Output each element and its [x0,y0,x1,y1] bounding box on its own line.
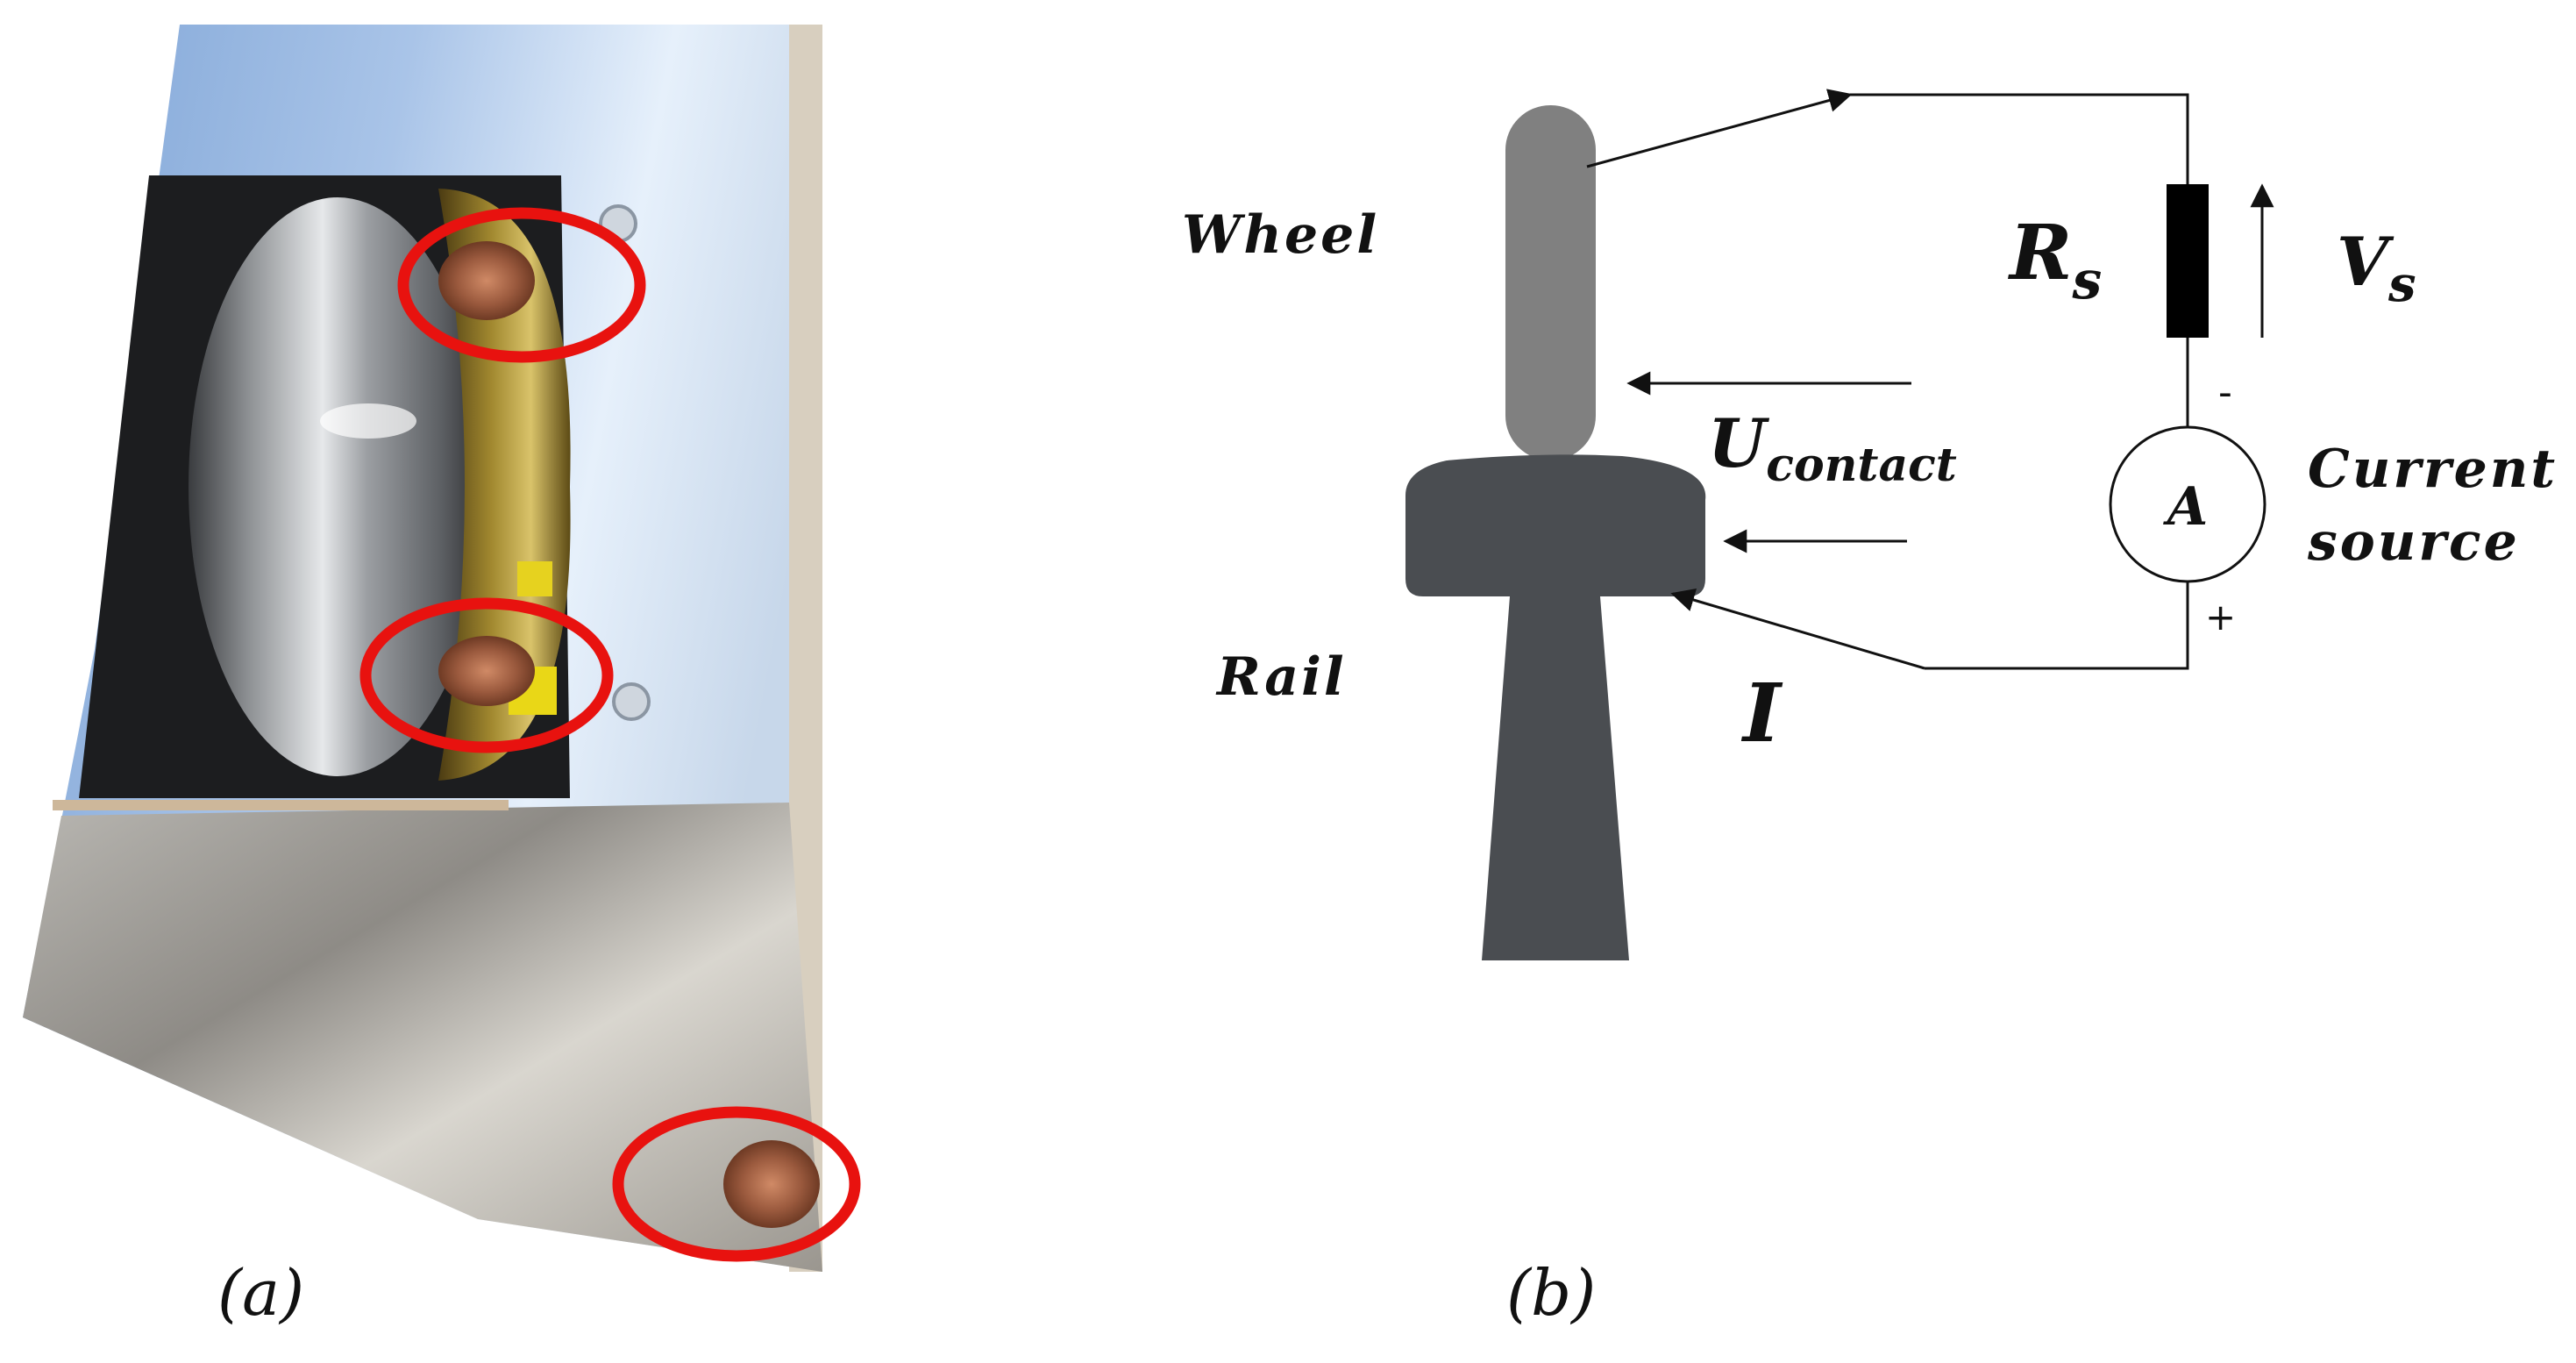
rs-label: Rs [2007,209,2102,311]
u-contact-label: Ucontact [1708,404,1957,492]
photo-panel [23,25,861,1272]
circuit-diagram: Wheel Rail Rs Vs Ucontact I Current sour… [1182,89,2558,960]
photo-wheel-highlight [320,403,416,439]
rail-shape [1405,454,1706,960]
photo-rail-surface [23,803,822,1272]
caption-b: (b) [1506,1256,1597,1330]
rs-label-subscript: s [2071,250,2102,311]
rs-label-main: R [2007,209,2072,297]
photo-copper-patch [723,1140,820,1228]
current-source-label-line2: source [2307,511,2520,573]
u-contact-label-subscript: contact [1766,439,1957,492]
wheel-shape [1505,105,1596,460]
photo-wood-strip [53,800,509,810]
highlight-ellipse-bottom [612,1106,861,1262]
current-label: I [1740,666,1783,760]
minus-sign: - [2218,370,2232,415]
photo-bolt [612,682,651,721]
photo-brass-ring [438,189,571,781]
wire-wheel-to-top [1586,89,1853,168]
rail-label: Rail [1215,646,1347,708]
vs-label-main: V [2337,223,2395,301]
current-source-label-line1: Current [2308,439,2558,500]
wire-ammeter-to-bottom [1925,579,2189,670]
highlight-ellipse-top [397,207,646,363]
resistor-rs [2167,184,2209,338]
circuit-wires [1586,89,2189,670]
photo-yellow-tag [517,561,552,596]
ammeter-circle [2109,425,2266,583]
photo-copper-patch [438,241,535,320]
wheel-label: Wheel [1182,204,1379,266]
wire-top-to-resistor [1850,93,2189,184]
vs-label: Vs [2337,223,2416,313]
highlight-ellipse-middle [359,597,614,753]
photo-steel-wheel [189,197,487,776]
caption-a: (a) [217,1256,305,1330]
photo-copper-patch [438,636,535,706]
vs-label-subscript: s [2387,255,2416,313]
wire-bottom-to-rail [1670,588,1925,670]
plus-sign: + [2205,596,2236,639]
u-contact-label-main: U [1708,404,1770,482]
ammeter-label: A [2163,476,2209,538]
